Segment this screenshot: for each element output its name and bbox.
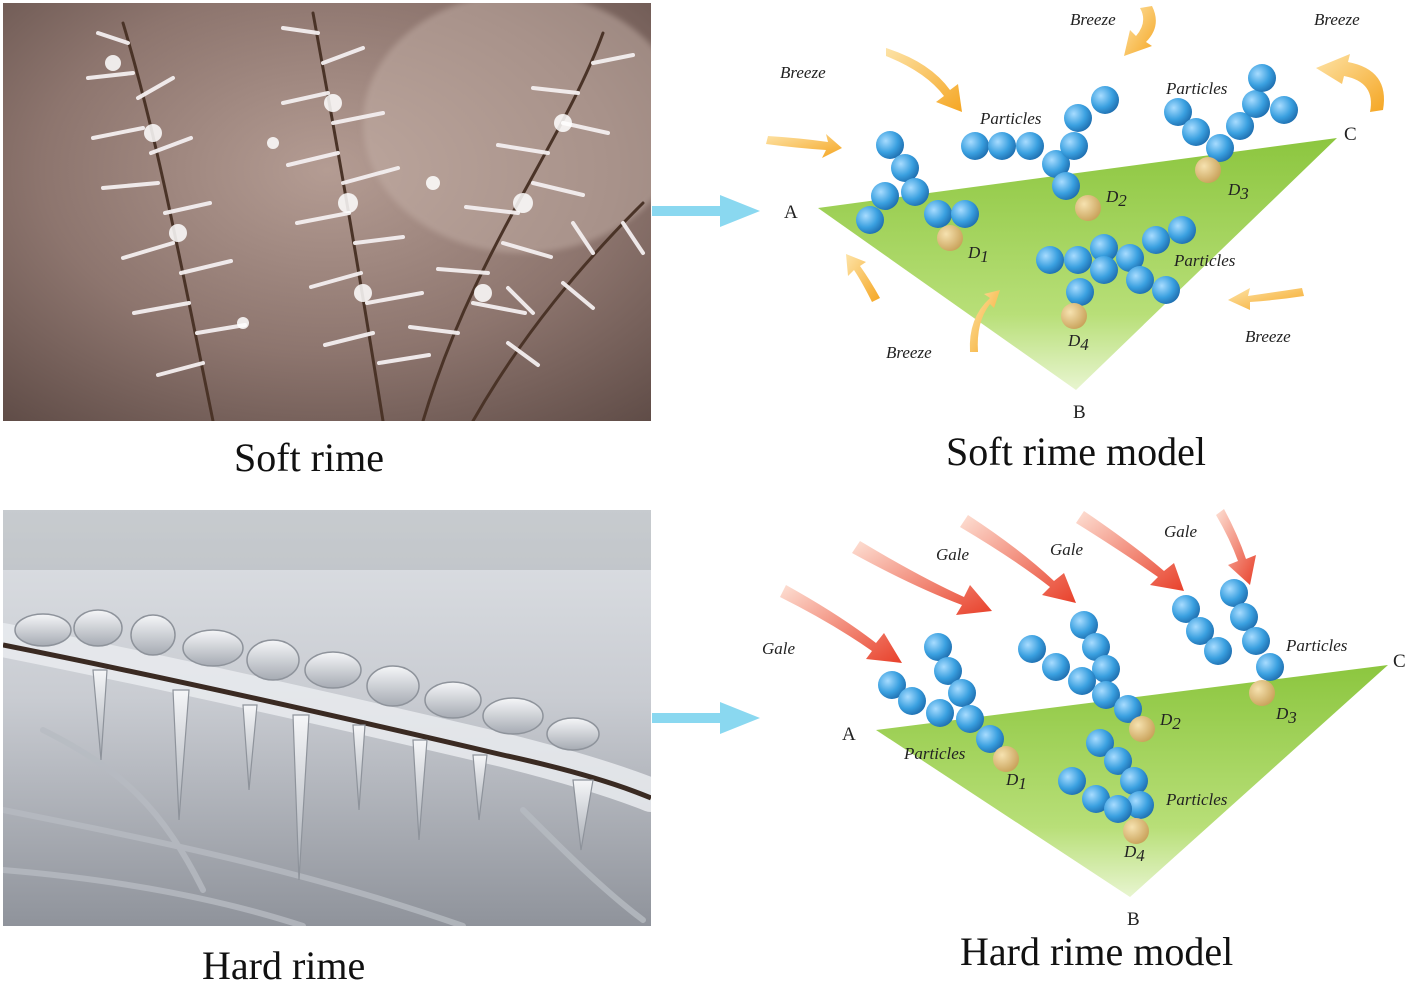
breeze-label: Breeze (1245, 327, 1291, 346)
vertex-c: C (1393, 651, 1406, 672)
gale-arrow-icon (780, 509, 1256, 663)
gale-label: Gale (1164, 522, 1198, 541)
particles-label: Particles (1165, 790, 1228, 809)
deposit-d3 (1195, 157, 1221, 183)
particles-label: Particles (1285, 636, 1348, 655)
breeze-arrow-icon (766, 6, 1384, 352)
breeze-label: Breeze (1070, 10, 1116, 29)
vertex-c: C (1344, 124, 1357, 145)
deposit-label-d1: D1 (967, 243, 989, 266)
soft-rime-model-diagram: Breeze Breeze Breeze Breeze Breeze Parti… (766, 6, 1384, 423)
vertex-a: A (842, 724, 856, 745)
soft-rime-photo (3, 3, 651, 421)
deposit-d4 (1061, 303, 1087, 329)
particle-cluster-d4 (1058, 729, 1154, 823)
particle-cluster-d2 (1018, 611, 1142, 723)
gale-label: Gale (762, 639, 796, 658)
hard-rime-caption: Hard rime (202, 943, 366, 988)
particles-label: Particles (1173, 251, 1236, 270)
particle-cluster-d3 (1172, 579, 1284, 681)
vertex-b: B (1127, 909, 1140, 930)
breeze-label: Breeze (1314, 10, 1360, 29)
deposit-d3 (1249, 680, 1275, 706)
particles-label: Particles (979, 109, 1042, 128)
deposit-d2 (1075, 195, 1101, 221)
hard-rime-model-diagram: Gale Gale Gale Gale Particles Particles … (762, 509, 1406, 930)
particle-cluster-d1 (878, 633, 1004, 753)
deposit-label-d3: D3 (1275, 704, 1297, 727)
vertex-a: A (784, 202, 798, 223)
deposit-label-d2: D2 (1105, 187, 1127, 210)
particles-label: Particles (1165, 79, 1228, 98)
deposit-label-d4: D4 (1123, 842, 1145, 865)
deposit-label-d4: D4 (1067, 331, 1089, 354)
particles-label: Particles (903, 744, 966, 763)
deposit-label-d1: D1 (1005, 770, 1027, 793)
gale-label: Gale (936, 545, 970, 564)
soft-rime-caption: Soft rime (234, 435, 384, 480)
deposit-label-d2: D2 (1159, 710, 1181, 733)
deposit-label-d3: D3 (1227, 180, 1249, 203)
soft-rime-model-caption: Soft rime model (946, 429, 1206, 474)
link-arrow-icon (652, 195, 760, 227)
hard-rime-photo (3, 510, 651, 926)
particle-cluster-d2 (961, 86, 1119, 200)
gale-label: Gale (1050, 540, 1084, 559)
breeze-label: Breeze (780, 63, 826, 82)
deposit-d1 (993, 746, 1019, 772)
hard-rime-model-caption: Hard rime model (960, 929, 1234, 974)
vertex-b: B (1073, 402, 1086, 423)
particle-cluster-d1 (856, 131, 979, 234)
deposit-d4 (1123, 818, 1149, 844)
particle-cluster-d4 (1036, 216, 1196, 306)
link-arrow-icon (652, 702, 760, 734)
breeze-label: Breeze (886, 343, 932, 362)
deposit-d2 (1129, 716, 1155, 742)
deposit-d1 (937, 225, 963, 251)
particle-cluster-d3 (1164, 64, 1298, 162)
